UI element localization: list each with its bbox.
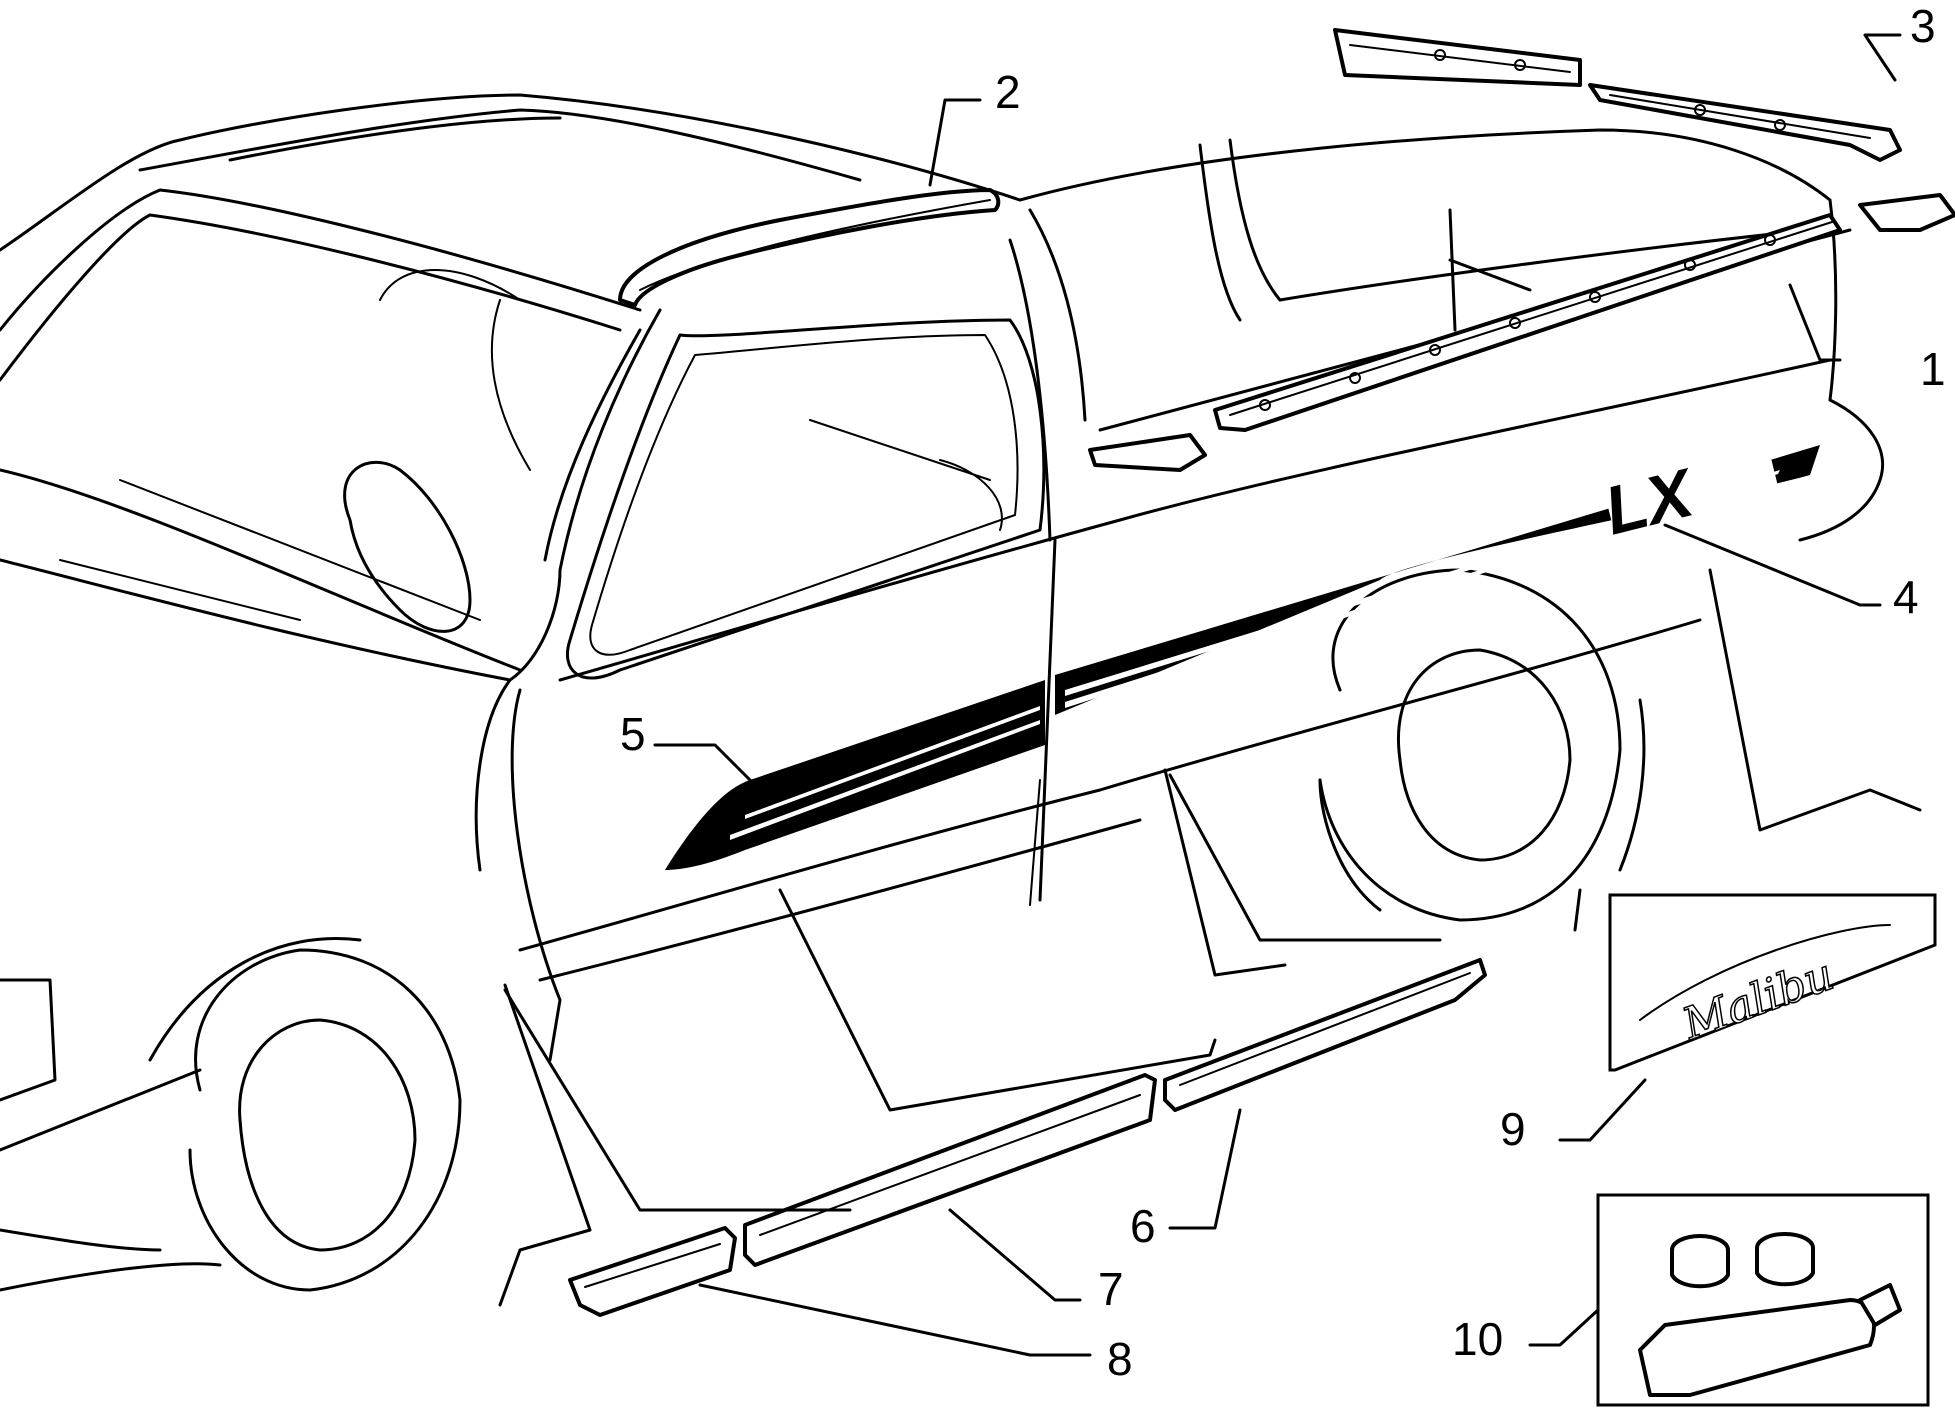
part-molding-door: [743, 1073, 1157, 1267]
part-bed-rail-upper: [1333, 28, 1902, 162]
callout-labels: 1 2 3 4 5 6 7 8 9 10: [620, 0, 1946, 1385]
leader-lines: [498, 33, 1922, 1357]
inset-repair-kit: [1596, 1193, 1930, 1407]
callout-10: 10: [1452, 1313, 1503, 1365]
callout-7: 7: [1098, 1263, 1124, 1315]
part-clip-right: [1858, 193, 1955, 232]
callout-5: 5: [620, 708, 646, 760]
callout-3: 3: [1910, 0, 1936, 52]
part-bed-rail: [1213, 213, 1842, 432]
part-molding-rear: [1163, 958, 1487, 1112]
callout-6: 6: [1130, 1200, 1156, 1252]
callout-4: 4: [1893, 571, 1919, 623]
part-roof-trim: [618, 188, 1001, 307]
part-front-stripe-decal: [665, 680, 1045, 870]
callout-1: 1: [1920, 343, 1946, 395]
part-molding-front: [568, 1226, 737, 1317]
inset-malibu-decal: Malibu: [1608, 893, 1937, 1072]
callout-8: 8: [1107, 1333, 1133, 1385]
callout-2: 2: [995, 66, 1021, 118]
pickup-truck-body: [0, 93, 1885, 1292]
callout-9: 9: [1500, 1103, 1526, 1155]
part-rear-stripe-decal: LX: [1055, 433, 1820, 715]
part-clip-left: [1088, 433, 1207, 472]
